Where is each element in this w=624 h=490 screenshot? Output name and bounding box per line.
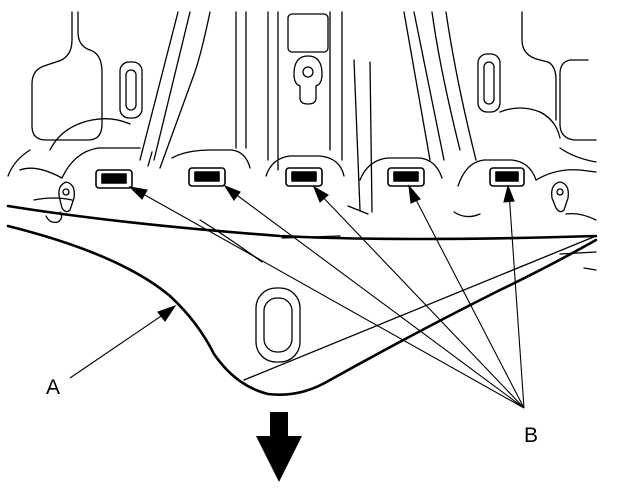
arrowhead-b-3 xyxy=(312,185,329,203)
arrowhead-a xyxy=(157,304,177,322)
leader-lines xyxy=(69,184,525,409)
arrowhead-b-4 xyxy=(408,184,421,204)
callout-label-a: A xyxy=(46,376,60,399)
arrowhead-b-5 xyxy=(503,184,515,203)
down-arrow-icon xyxy=(256,412,302,482)
clip-1 xyxy=(95,169,133,189)
leader-line-b-3 xyxy=(317,191,525,409)
leader-line-b-4 xyxy=(411,191,525,409)
leader-line-b-2 xyxy=(229,189,525,409)
clip-4 xyxy=(387,167,425,187)
panel-background-structure xyxy=(7,11,597,381)
clip-2 xyxy=(188,167,226,187)
leader-line-b-5 xyxy=(508,191,525,409)
leader-line-b-1 xyxy=(135,189,525,409)
clip-3 xyxy=(285,167,323,187)
arrowhead-b-1 xyxy=(128,186,148,200)
clip-row xyxy=(95,167,525,189)
trim-panel-lower-edge xyxy=(6,224,598,396)
clip-5 xyxy=(489,167,525,187)
leader-line-a xyxy=(69,309,171,379)
callout-label-b: B xyxy=(524,424,538,447)
arrowhead-b-2 xyxy=(223,184,241,201)
trim-panel-a xyxy=(6,204,598,396)
trim-panel-upper-edge xyxy=(6,204,598,241)
